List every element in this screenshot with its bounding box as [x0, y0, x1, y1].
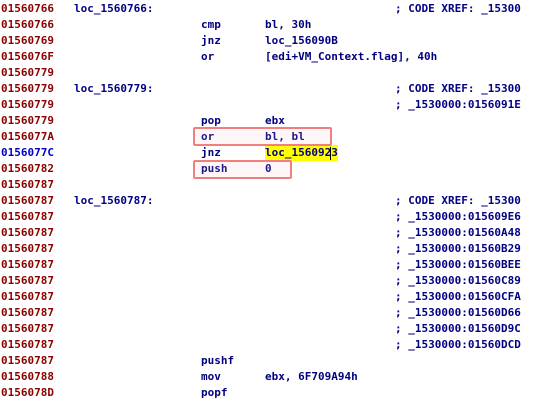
listing-line[interactable]: 01560787 ; _1530000:01560C89: [0, 273, 545, 289]
listing-line[interactable]: 01560787 ; _1530000:01560D66: [0, 305, 545, 321]
text-caret: [330, 147, 331, 160]
line-address: 01560788: [1, 370, 54, 383]
xref-comment: ; _1530000:01560B29: [395, 242, 521, 255]
line-address: 01560779: [1, 66, 54, 79]
xref-comment: ; _1530000:01560A48: [395, 226, 521, 239]
listing-line[interactable]: 01560787 ; _1530000:01560DCD: [0, 337, 545, 353]
instruction-mnemonic: cmp: [201, 18, 221, 31]
instruction-mnemonic: popf: [201, 386, 228, 399]
code-label: loc_1560766:: [74, 2, 154, 15]
xref-comment: ; _1530000:01560D66: [395, 306, 521, 319]
line-address: 01560787: [1, 274, 54, 287]
instruction-operands: loc_156090B: [265, 34, 338, 47]
line-address: 0156077C: [1, 146, 54, 159]
xref-comment: ; _1530000:01560DCD: [395, 338, 521, 351]
instruction-operands: ebx, 6F709A94h: [265, 370, 358, 383]
listing-line[interactable]: 01560779: [0, 65, 545, 81]
listing-line[interactable]: 01560787 ; _1530000:01560CFA: [0, 289, 545, 305]
listing-line[interactable]: 01560787 ; _1530000:01560B29: [0, 241, 545, 257]
line-address: 01560787: [1, 242, 54, 255]
listing-line[interactable]: 01560787 ; _1530000:01560BEE: [0, 257, 545, 273]
instruction-mnemonic: or: [201, 130, 215, 143]
listing-line[interactable]: 0156076F or [edi+VM_Context.flag], 40h: [0, 49, 545, 65]
listing-line[interactable]: 01560787: [0, 177, 545, 193]
line-address: 0156076F: [1, 50, 54, 63]
listing-line[interactable]: 01560769 jnz loc_156090B: [0, 33, 545, 49]
listing-line[interactable]: 01560787 ; _1530000:015609E6: [0, 209, 545, 225]
listing-line[interactable]: 01560782 push 0: [0, 161, 545, 177]
xref-comment: ; _1530000:01560CFA: [395, 290, 521, 303]
line-address: 01560787: [1, 306, 54, 319]
line-address: 01560782: [1, 162, 54, 175]
instruction-mnemonic: or: [201, 50, 215, 63]
code-label: loc_1560787:: [74, 194, 154, 207]
instruction-mnemonic: jnz: [201, 34, 221, 47]
code-label: loc_1560779:: [74, 82, 154, 95]
line-address: 01560787: [1, 290, 54, 303]
listing-line[interactable]: 0156077A or bl, bl: [0, 129, 545, 145]
listing-line[interactable]: 01560779 loc_1560779: ; CODE XREF: _15300: [0, 81, 545, 97]
listing-line[interactable]: 01560787 ; _1530000:01560D9C: [0, 321, 545, 337]
line-address: 01560787: [1, 338, 54, 351]
xref-comment: ; _1530000:01560C89: [395, 274, 521, 287]
line-address: 01560787: [1, 210, 54, 223]
line-address: 0156078D: [1, 386, 54, 399]
line-address: 01560787: [1, 194, 54, 207]
listing-line[interactable]: 0156078D popf: [0, 385, 545, 401]
line-address: 0156077A: [1, 130, 54, 143]
xref-comment: ; _1530000:01560BEE: [395, 258, 521, 271]
line-address: 01560779: [1, 98, 54, 111]
listing-line[interactable]: 01560766 cmp bl, 30h: [0, 17, 545, 33]
xref-comment: ; CODE XREF: _15300: [395, 2, 521, 15]
instruction-mnemonic: push: [201, 162, 228, 175]
listing-line[interactable]: 01560787 ; _1530000:01560A48: [0, 225, 545, 241]
listing-line[interactable]: 0156077C jnz loc_1560923: [0, 145, 545, 161]
line-address: 01560779: [1, 82, 54, 95]
instruction-operands: [edi+VM_Context.flag], 40h: [265, 50, 438, 63]
listing-line[interactable]: 01560787 loc_1560787: ; CODE XREF: _15300: [0, 193, 545, 209]
instruction-operands: ebx: [265, 114, 285, 127]
xref-comment: ; CODE XREF: _15300: [395, 82, 521, 95]
line-address: 01560766: [1, 2, 54, 15]
instruction-mnemonic: pop: [201, 114, 221, 127]
instruction-mnemonic: mov: [201, 370, 221, 383]
line-address: 01560787: [1, 178, 54, 191]
xref-comment: ; _1530000:01560D9C: [395, 322, 521, 335]
highlighted-operand: loc_1560923: [265, 145, 338, 161]
line-address: 01560769: [1, 34, 54, 47]
instruction-mnemonic: pushf: [201, 354, 235, 367]
listing-line[interactable]: 01560787 pushf: [0, 353, 545, 369]
xref-comment: ; _1530000:0156091E: [395, 98, 521, 111]
line-address: 01560779: [1, 114, 54, 127]
xref-comment: ; CODE XREF: _15300: [395, 194, 521, 207]
listing-line[interactable]: 01560766 loc_1560766: ; CODE XREF: _15300: [0, 1, 545, 17]
listing-line[interactable]: 01560788 mov ebx, 6F709A94h: [0, 369, 545, 385]
line-address: 01560766: [1, 18, 54, 31]
line-address: 01560787: [1, 322, 54, 335]
line-address: 01560787: [1, 226, 54, 239]
instruction-mnemonic: jnz: [201, 146, 221, 159]
instruction-operands: bl, 30h: [265, 18, 312, 31]
instruction-operands: 0: [265, 162, 272, 175]
xref-comment: ; _1530000:015609E6: [395, 210, 521, 223]
instruction-operands: bl, bl: [265, 130, 305, 143]
line-address: 01560787: [1, 354, 54, 367]
listing-line[interactable]: 01560779 pop ebx: [0, 113, 545, 129]
listing-line[interactable]: 01560779 ; _1530000:0156091E: [0, 97, 545, 113]
line-address: 01560787: [1, 258, 54, 271]
